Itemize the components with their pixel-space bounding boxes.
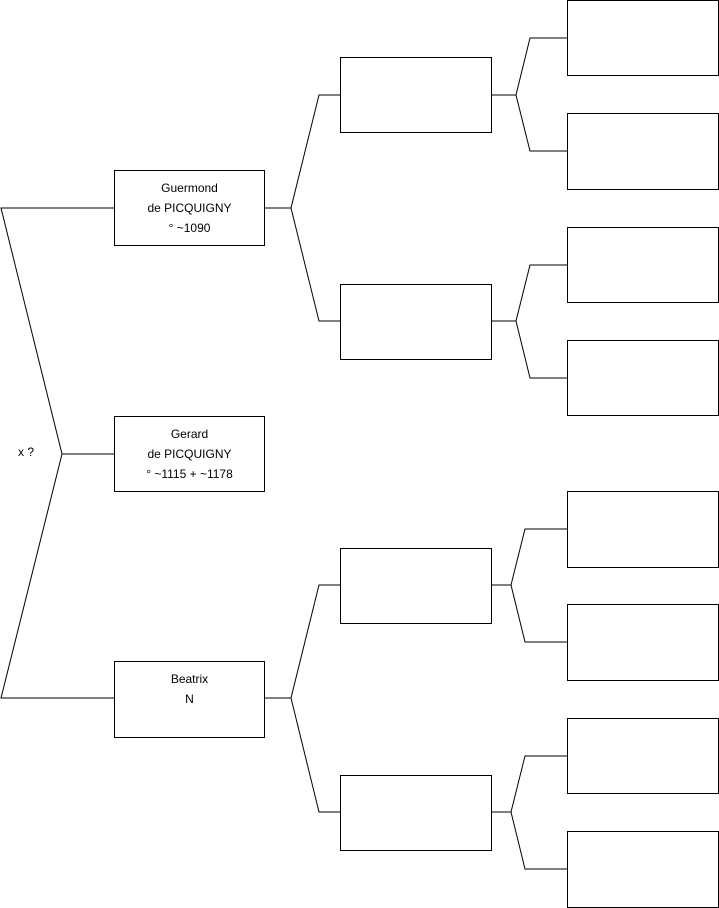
connector-root-to-mother xyxy=(0,453,115,699)
person-main-dates: ° ~1115 + ~1178 xyxy=(146,467,233,481)
connector-gp3-branch-lower xyxy=(510,584,568,643)
grandparent-box-4[interactable] xyxy=(340,775,492,851)
connector-father-branch xyxy=(265,94,341,209)
connector-gp1-branch-lower xyxy=(515,94,568,152)
grandparent-box-1[interactable] xyxy=(340,57,492,133)
great-grandparent-box-7[interactable] xyxy=(567,718,719,794)
great-grandparent-box-8[interactable] xyxy=(567,831,719,908)
great-grandparent-box-1[interactable] xyxy=(567,0,719,76)
father-dates: ° ~1090 xyxy=(168,221,211,235)
connector-gp3-branch xyxy=(491,528,568,586)
great-grandparent-box-5[interactable] xyxy=(567,491,719,568)
person-box-father[interactable]: Guermond de PICQUIGNY ° ~1090 xyxy=(114,170,265,246)
grandparent-box-2[interactable] xyxy=(340,284,492,360)
great-grandparent-box-4[interactable] xyxy=(567,340,719,416)
person-main-name: Gerard xyxy=(170,427,209,441)
connector-mother-branch xyxy=(265,584,341,699)
connector-mother-branch-lower xyxy=(290,697,341,813)
connector-father-branch-lower xyxy=(290,207,341,322)
person-main-surname: de PICQUIGNY xyxy=(147,447,232,461)
connector-gp4-branch xyxy=(491,755,568,813)
connector-gp1-branch xyxy=(491,37,568,96)
mother-name: Beatrix xyxy=(170,672,209,686)
great-grandparent-box-3[interactable] xyxy=(567,227,719,303)
mother-surname: N xyxy=(185,692,194,706)
person-box-main[interactable]: Gerard de PICQUIGNY ° ~1115 + ~1178 xyxy=(114,416,265,492)
marriage-label: x ? xyxy=(18,445,35,459)
father-name: Guermond xyxy=(161,181,218,195)
grandparent-box-3[interactable] xyxy=(340,548,492,624)
person-box-mother[interactable]: Beatrix N xyxy=(114,661,265,738)
great-grandparent-box-6[interactable] xyxy=(567,604,719,681)
father-surname: de PICQUIGNY xyxy=(147,201,232,215)
great-grandparent-box-2[interactable] xyxy=(567,113,719,190)
connector-gp4-branch-lower xyxy=(510,811,568,870)
connector-gp2-branch xyxy=(491,264,568,322)
connector-root-to-father xyxy=(0,207,115,455)
connector-gp2-branch-lower xyxy=(515,320,568,379)
